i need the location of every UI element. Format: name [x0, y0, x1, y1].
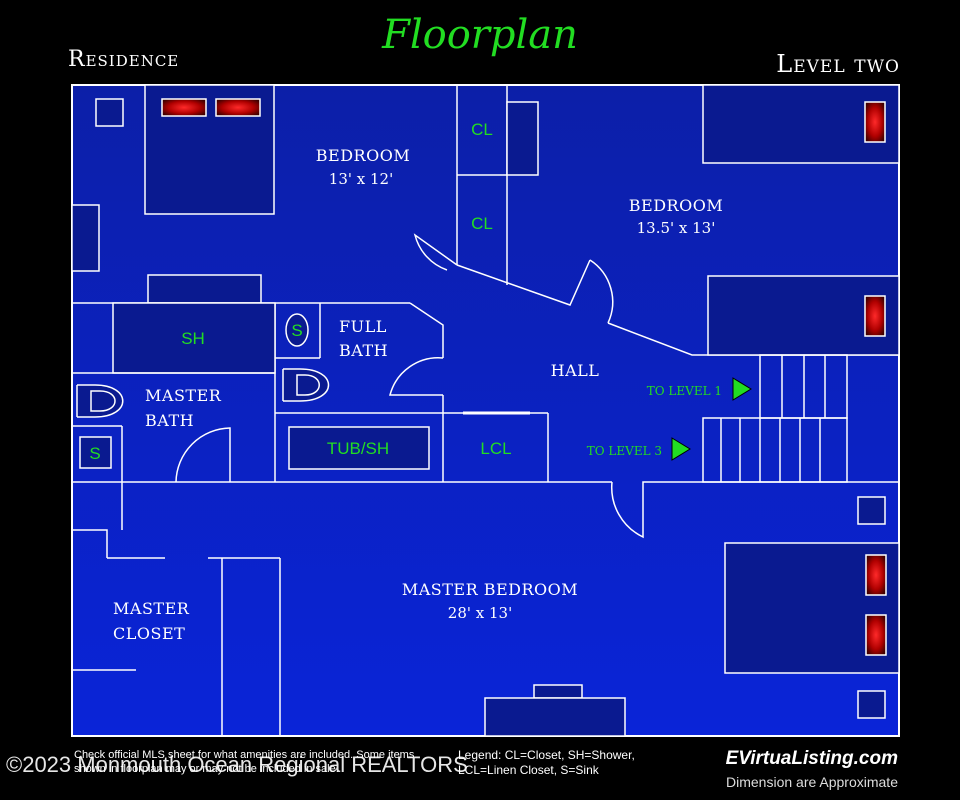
arrow-right-icon	[671, 437, 691, 461]
sink-icon	[285, 313, 309, 347]
window	[161, 98, 207, 117]
window	[215, 98, 261, 117]
copyright-watermark: ©2023 Monmouth Ocean Regional REALTORS	[6, 752, 468, 777]
level-label: Level two	[776, 50, 900, 78]
window	[865, 614, 887, 656]
legend: Legend: CL=Closet, SH=Shower, LCL=Linen …	[458, 748, 658, 778]
nightstand	[95, 98, 124, 127]
nightstand-2	[857, 496, 886, 525]
brand-name: EVirtuaListing.com	[725, 748, 898, 769]
tub	[288, 426, 430, 470]
master-bedroom-label: MASTER BEDROOM	[402, 580, 578, 599]
page-title: Floorplan	[382, 12, 578, 58]
closet-label: CL	[471, 120, 493, 139]
stairs-lower	[702, 417, 848, 483]
window	[864, 295, 886, 337]
closet-label: CL	[471, 214, 493, 233]
window	[864, 101, 886, 143]
sink-label: S	[89, 444, 100, 463]
bedroom-1-dim: 13' x 12'	[329, 170, 393, 188]
shower-label: SH	[181, 329, 205, 348]
legend-line: Legend: CL=Closet, SH=Shower,	[458, 748, 635, 762]
dresser	[71, 204, 100, 272]
legend-line: LCL=Linen Closet, S=Sink	[458, 763, 599, 777]
toilet-icon	[282, 368, 330, 402]
master-bedroom-dim: 28' x 13'	[448, 604, 512, 622]
residence-label: Residence	[68, 47, 180, 72]
bedroom-2-dim: 13.5' x 13'	[637, 219, 716, 237]
to-level-1-label: TO LEVEL 1	[647, 384, 722, 398]
closet-shelf	[506, 101, 539, 176]
master-bath-label-1: MASTER	[145, 386, 222, 405]
approx-note: Dimension are Approximate	[726, 774, 898, 790]
bench-top	[533, 684, 583, 699]
bedroom-1-label: BEDROOM	[316, 146, 410, 165]
toilet-icon	[76, 384, 124, 418]
full-bath-label-1: FULL	[339, 317, 387, 336]
master-bath-label-2: BATH	[145, 411, 194, 430]
linen-closet-label: LCL	[480, 439, 511, 458]
master-closet-label-1: MASTER	[113, 599, 190, 618]
desk	[147, 274, 262, 304]
sink-icon	[79, 436, 112, 469]
bench	[484, 697, 626, 737]
tub-label: TUB/SH	[327, 439, 389, 458]
hall-label: HALL	[551, 361, 600, 380]
arrow-right-icon	[732, 377, 752, 401]
nightstand-3	[857, 690, 886, 719]
shower-box	[112, 302, 276, 374]
full-bath-label-2: BATH	[339, 341, 388, 360]
disclaimer-note: Check official MLS sheet for what amenit…	[74, 749, 415, 775]
to-level-3-label: TO LEVEL 3	[587, 444, 662, 458]
bedroom-2-label: BEDROOM	[629, 196, 723, 215]
master-closet-label-2: CLOSET	[113, 624, 185, 643]
sink-label: S	[291, 321, 302, 340]
window	[865, 554, 887, 596]
